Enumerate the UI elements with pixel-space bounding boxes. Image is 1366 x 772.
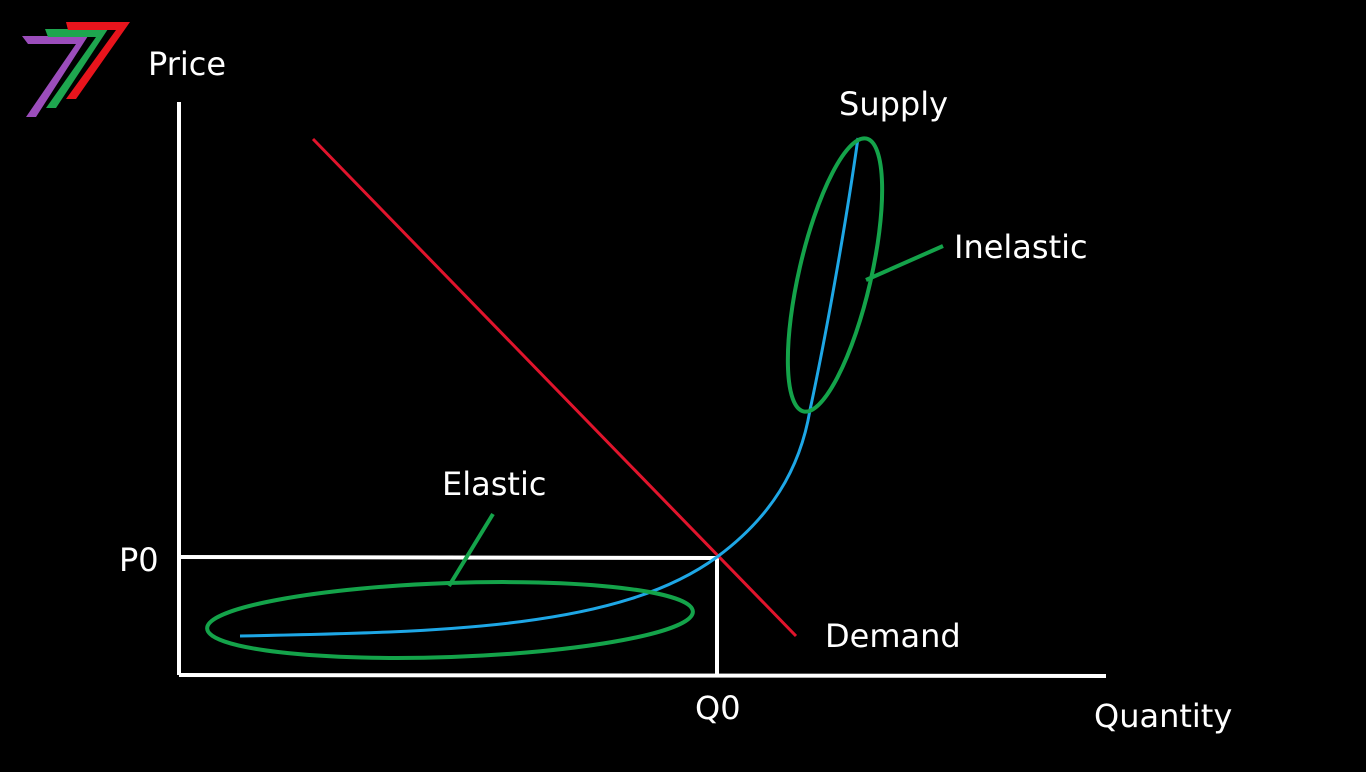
p0-label: P0 [119, 541, 159, 579]
x-axis [178, 673, 1107, 678]
elastic-callout-line [447, 512, 495, 588]
inelastic-label: Inelastic [954, 228, 1088, 266]
y-axis-label: Price [148, 45, 227, 83]
supply-curve [239, 137, 860, 638]
elastic-label: Elastic [442, 465, 547, 503]
logo-stroke-purple [22, 36, 88, 117]
q0-label: Q0 [695, 689, 741, 727]
logo-stroke-green [45, 29, 108, 108]
x-axis-label: Quantity [1094, 697, 1233, 735]
demand-curve [311, 137, 798, 638]
stylized-7-logo-icon [22, 22, 130, 117]
supply-label: Supply [839, 85, 949, 123]
inelastic-region-ellipse [785, 136, 885, 414]
logo-stroke-red [66, 22, 130, 99]
elastic-region-ellipse [205, 580, 695, 660]
demand-label: Demand [825, 617, 961, 655]
inelastic-callout-line [865, 244, 944, 282]
p0-guide-line [178, 555, 718, 560]
